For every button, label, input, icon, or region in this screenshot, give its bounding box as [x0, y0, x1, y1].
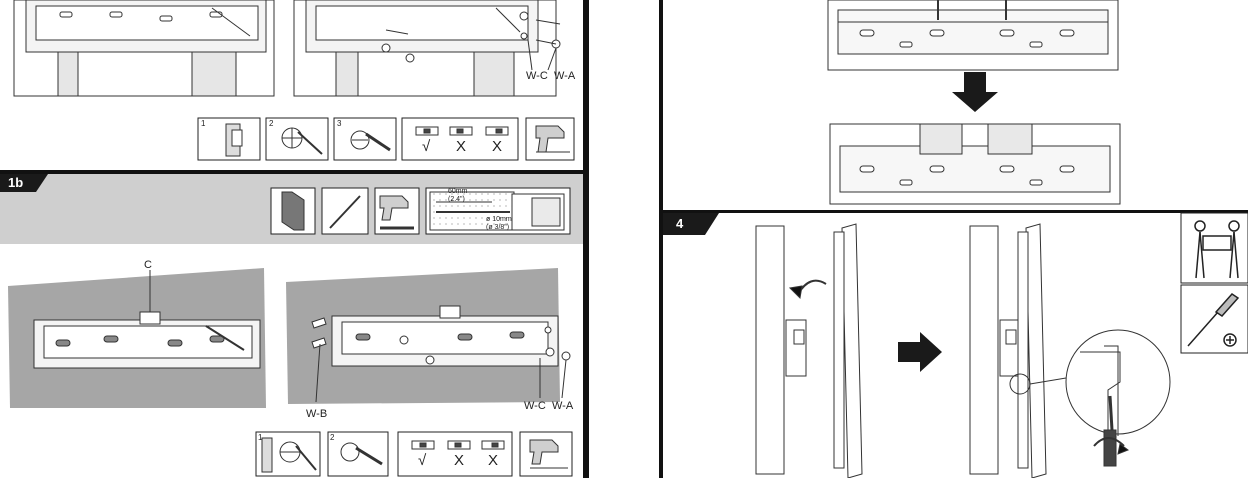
- screwdriver-art: [1187, 293, 1240, 347]
- level-bad-mark-1: X: [456, 138, 467, 155]
- step-4-right-scene: [969, 223, 1171, 478]
- tool-row-1b-bottom: [255, 431, 573, 477]
- tool-row-1b-art: [281, 191, 565, 231]
- step-4-badge: [663, 213, 719, 235]
- arrow-right-icon: [898, 332, 942, 372]
- step-4-number: 4: [676, 216, 684, 231]
- tool-step-3: 3: [337, 119, 342, 128]
- label-wa-bottom: W-A: [552, 400, 574, 412]
- step-1b-badge: [0, 174, 48, 192]
- arrow-down-icon: [952, 72, 998, 112]
- level-bad-mark-2: X: [492, 138, 503, 155]
- drill-dia-in: (ø 3/8"): [486, 224, 510, 231]
- drill-depth-mm: 60mm: [448, 188, 468, 195]
- two-person-lift-art: [1194, 220, 1240, 279]
- level-bad-mark-bottom-1: X: [454, 452, 465, 469]
- level-ok-mark-bottom: √: [418, 452, 427, 469]
- tool-step-2-bottom: 2: [330, 433, 335, 442]
- drill-dia-mm: ø 10mm: [486, 216, 512, 223]
- level-ok-mark: √: [422, 138, 431, 155]
- label-wa-top: W-A: [554, 70, 576, 82]
- step-3-scene: [827, 0, 1119, 71]
- step-1b-number: 1b: [8, 175, 24, 190]
- label-wb: W-B: [306, 408, 328, 420]
- scene-1a-left: [13, 0, 275, 97]
- label-wc-bottom: W-C: [524, 400, 546, 412]
- scene-1a-right: [293, 0, 561, 97]
- tool-row-1a: [197, 117, 575, 161]
- divider-left: [583, 0, 589, 478]
- tool-step-1-bottom: 1: [258, 433, 263, 442]
- level-bad-mark-bottom-2: X: [488, 452, 499, 469]
- divider-right: [659, 0, 663, 478]
- tool-row-1a-art: [225, 123, 570, 157]
- scene-1b-right: [286, 268, 571, 404]
- label-c: C: [144, 259, 152, 271]
- scene-1b-left: [8, 268, 266, 408]
- step-3-scene-bottom: [829, 123, 1121, 205]
- tool-step-1: 1: [201, 119, 206, 128]
- label-wc-top: W-C: [526, 70, 548, 82]
- drill-depth-in: (2.4"): [448, 196, 465, 203]
- tool-row-1b-bottom-art: [261, 437, 568, 473]
- tool-step-2: 2: [269, 119, 274, 128]
- step-4-left-scene: [755, 223, 863, 478]
